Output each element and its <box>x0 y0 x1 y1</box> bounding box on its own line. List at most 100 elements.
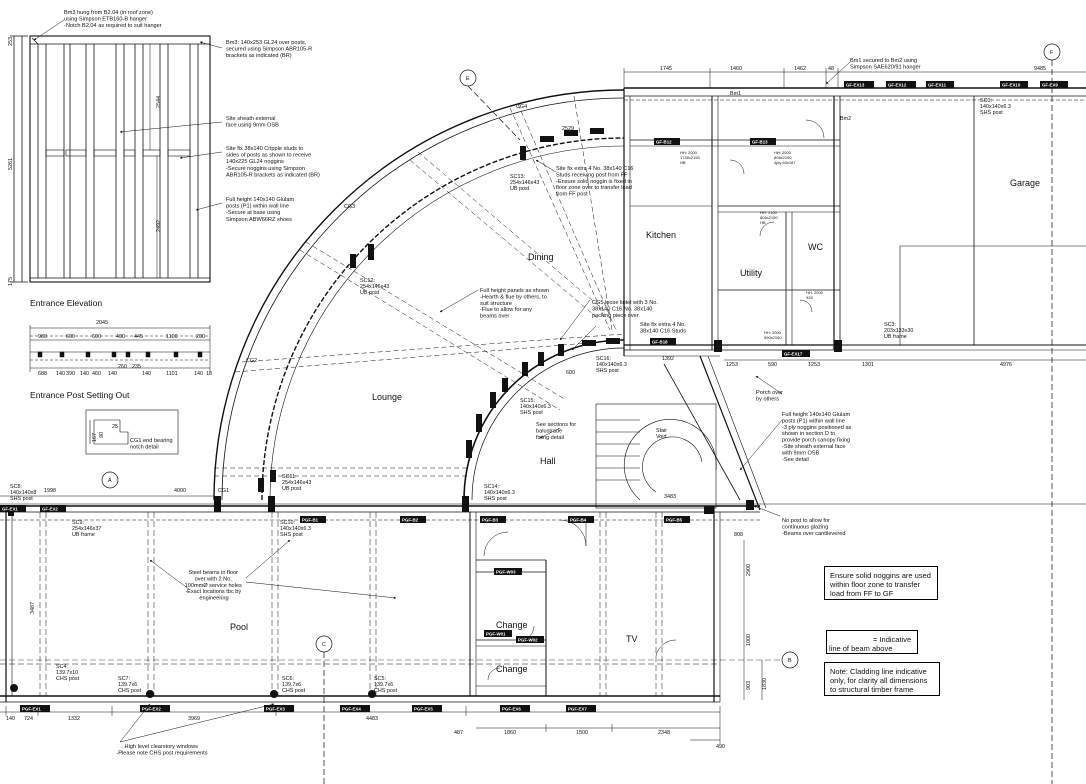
label-sc3: SC3: 203x133x30 UB frame <box>884 322 915 340</box>
room-wc: WC <box>808 242 823 252</box>
room-hall: Hall <box>540 456 556 466</box>
dim-bottom: 724 <box>24 716 33 722</box>
label-sc5: SC5: 139.7x6 CHS post <box>374 676 398 694</box>
label-sc10: SC10: 140x140x6.3 SHS post <box>280 520 312 538</box>
beam-tag: PGF-B4 <box>570 518 587 523</box>
so-dim: 140 <box>56 371 65 377</box>
label-hh-door: HH: 2000 590x2150 <box>764 330 782 340</box>
beam-legend-label: = Indicative <box>873 635 912 644</box>
leader-lines <box>119 61 851 743</box>
label-sc14: SC14: 140x140x6.3 SHS post <box>484 484 516 502</box>
so-dim: 200 <box>196 334 205 340</box>
dim-mid: 600 <box>566 370 575 376</box>
dim-mid: 2529 <box>562 126 574 132</box>
dim-right: 1830 <box>762 678 768 690</box>
so-dim: 235 <box>132 364 141 370</box>
beam-tag: GF-B12 <box>656 140 672 145</box>
mid-dimension-lines <box>0 355 1086 497</box>
grid-label-a: A <box>108 478 112 484</box>
dim-left: 3487 <box>30 602 36 614</box>
elevation-dimensions: 253 5261 2544 2492 175 <box>8 37 162 286</box>
dim-top: 1460 <box>730 66 742 72</box>
dim-elev-total: 5261 <box>8 158 14 170</box>
cg1-notch-detail <box>85 409 179 455</box>
room-utility: Utility <box>740 268 762 278</box>
beam-tag: GF-EX10 <box>1002 83 1021 88</box>
label-sc13: SC13: 254x146x43 UB post <box>510 174 541 192</box>
note-bm3-beam: Bm3: 140x253 GL24 over posts, secured us… <box>226 40 314 59</box>
note-bm3-hanger: Bm3 hung from B2.04 (in roof zone) using… <box>64 10 162 29</box>
room-change-1: Change <box>496 620 528 630</box>
beam-tag: PGF-W01 <box>486 632 506 637</box>
note-site-fix-studs-2: Site fix extra 4 No. 38x140 C16 Studs <box>640 322 687 334</box>
setting-out-total: 2045 <box>96 320 108 326</box>
note-clearstory: High level clearstory windows -Please no… <box>116 744 207 756</box>
elevation-notes <box>33 19 223 211</box>
note-balustrade: See sections for balustrade fixing detai… <box>536 422 578 441</box>
so-dim: 260 <box>118 364 127 370</box>
setting-out-row1: 980 600 600 400 445 1100 200 <box>38 334 205 340</box>
note-site-fix-studs: Site fix extra 4 No. 38x140 C16 Studs re… <box>556 166 635 198</box>
note-glulam-posts: Full height 140x140 Glulam posts (P1) wi… <box>226 197 296 223</box>
note-porch: Porch over by others <box>756 390 785 402</box>
beam-tag: PGF-EX1 <box>22 707 41 712</box>
beam-tag: GF-EX11 <box>928 83 947 88</box>
notch-dim: 25 <box>112 424 118 430</box>
dim-elev-mid1: 2544 <box>156 96 162 108</box>
dim-mid: 4000 <box>174 488 186 494</box>
dim-mid: 3483 <box>664 494 676 500</box>
arc-beam-tags <box>258 128 620 492</box>
label-hh-wc: HH: 2000 925 <box>806 290 824 300</box>
dim-bottom: 140 <box>6 716 15 722</box>
noggins-note-line: Ensure solid noggins are used <box>830 571 931 580</box>
so-dim: 18 <box>206 371 212 377</box>
beam-tag: PGF-EX2 <box>142 707 161 712</box>
so-dim: 140 <box>194 371 203 377</box>
beam-tag: GF-EX2 <box>42 507 58 512</box>
room-tv: TV <box>626 634 638 644</box>
so-dim: 980 <box>38 334 47 340</box>
dim-elev-top: 253 <box>8 37 14 46</box>
label-hh-bm: HH: 2000 806x2150 4ply 63x187 <box>774 150 796 165</box>
label-sc1: SC1: 140x140x6.3 SHS post <box>980 98 1012 116</box>
dim-mid: 590 <box>768 362 777 368</box>
beam-tag: PGF-EX7 <box>568 707 587 712</box>
room-change-2: Change <box>496 664 528 674</box>
notch-detail-label: CG1 end bearing notch detail <box>130 438 174 451</box>
beam-tag: GF-EX13 <box>846 83 865 88</box>
note-cg5-lintel: CG5 loose lintel with 3 No. 38x140 C16 N… <box>592 300 659 319</box>
post-setting-out-title: Entrance Post Setting Out <box>30 390 130 400</box>
label-bm1: Bm1 <box>730 91 741 97</box>
cladding-note-line: only, for clarity all dimensions <box>830 676 928 685</box>
post-setting-out <box>29 325 211 372</box>
label-sc8: SC8: 140x140x8 SHS post <box>10 484 38 502</box>
dim-right: 1000 <box>746 634 752 646</box>
so-dim: 1101 <box>166 371 178 377</box>
dim-bottom: 1332 <box>68 716 80 722</box>
grid-markers <box>0 43 1061 784</box>
steel-posts <box>8 340 842 698</box>
dim-mid: 1253 <box>808 362 820 368</box>
dim-bottom: 1860 <box>504 730 516 736</box>
beam-tag: PGF-W03 <box>496 570 516 575</box>
label-sc11: SC11: 254x146x43 UB post <box>282 474 313 492</box>
beam-tag: PGF-B5 <box>666 518 683 523</box>
so-dim: 1100 <box>166 334 178 340</box>
so-dim: 460 <box>92 371 101 377</box>
label-sc4: SC4: 139.7x10 CHS post <box>56 664 80 682</box>
label-cg1: CG1 <box>218 488 229 494</box>
beam-tag: GF-B18 <box>652 340 668 345</box>
dim-mid: 1392 <box>662 356 674 362</box>
grid-label-e: E <box>466 76 470 82</box>
entrance-elevation-title: Entrance Elevation <box>30 298 102 308</box>
note-no-post: No post to allow for continuous glazing … <box>782 518 845 537</box>
dim-right: 903 <box>746 681 752 690</box>
beam-tag: GF-EX9 <box>1042 83 1058 88</box>
noggins-note-line: within floor zone to transfer <box>830 580 921 589</box>
cladding-note-box: Note: Cladding line indicative only, for… <box>824 662 940 696</box>
dim-mid: 808 <box>734 532 743 538</box>
grid-label-b: B <box>788 658 792 664</box>
setting-out-row2: 688 140 390 140 460 140 260 235 140 1101… <box>38 364 212 377</box>
note-bm1-hanger: Bm1 secured to Bm2 using Simpson SAE620/… <box>850 58 921 71</box>
